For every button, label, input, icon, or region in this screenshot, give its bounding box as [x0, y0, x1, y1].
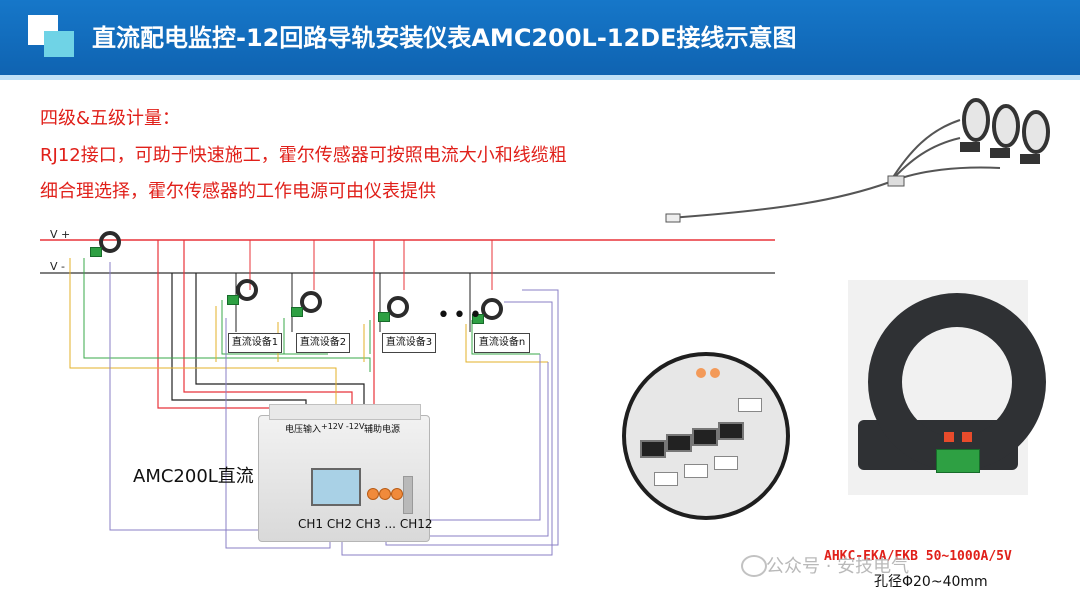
sensor-terminal-icon — [472, 314, 484, 324]
hall-sensor-1 — [227, 279, 258, 305]
hall-sensor-2 — [291, 291, 322, 317]
indicator-dot-icon — [696, 368, 706, 378]
meter-button-icon — [391, 488, 403, 500]
ellipsis-dots: ••• — [437, 303, 485, 328]
rj12-port-white-icon — [654, 472, 678, 486]
hall-sensor-main — [90, 231, 121, 257]
device-box-2: 直流设备2 — [296, 333, 350, 353]
cable-harness-image — [665, 98, 1050, 223]
device-box-n: 直流设备n — [474, 333, 530, 353]
meter-power-range-label: +12V -12V — [321, 422, 365, 431]
indicator-dot-icon — [710, 368, 720, 378]
rj12-port-icon — [692, 428, 718, 446]
sensor-terminal-icon — [227, 295, 239, 305]
header-bar — [0, 0, 1080, 75]
intro-line-2: 细合理选择，霍尔传感器的工作电源可由仪表提供 — [40, 181, 436, 202]
hall-sensor-n — [472, 298, 503, 324]
sensor-terminal-icon — [378, 312, 390, 322]
meter-button-icon — [367, 488, 379, 500]
rj12-port-icon — [666, 434, 692, 452]
meter-voltage-input-label: 电压输入 — [285, 425, 322, 435]
sensor-green-terminal — [936, 449, 980, 473]
wechat-icon — [741, 555, 767, 577]
intro-line-1: RJ12接口，可助于快速施工，霍尔传感器可按照电流大小和线缆粗 — [40, 145, 567, 166]
device-box-1: 直流设备1 — [228, 333, 282, 353]
intro-heading: 四级&五级计量： — [40, 108, 181, 129]
sensor-led-icon — [962, 432, 972, 442]
rj12-port-icon — [718, 422, 744, 440]
device-box-3: 直流设备3 — [382, 333, 436, 353]
meter-name-label: AMC200L直流 — [133, 466, 254, 487]
rj12-port-white-icon — [714, 456, 738, 470]
watermark-text: 公众号 · 安技电气 — [766, 556, 910, 577]
rj12-port-icon — [640, 440, 666, 458]
meter-button-icon — [379, 488, 391, 500]
meter-comm-slot — [403, 476, 413, 514]
sensor-led-icon — [944, 432, 954, 442]
meter-lcd-screen — [311, 468, 361, 506]
meter-top-rail — [269, 404, 421, 420]
sensor-terminal-icon — [291, 307, 303, 317]
sensor-spec-hole: 孔径Φ20~40mm — [874, 574, 988, 590]
sensor-ring-icon — [300, 291, 322, 313]
logo-square-cyan — [44, 31, 74, 57]
sensor-ring-icon — [481, 298, 503, 320]
sensor-core-ring — [868, 293, 1046, 471]
meter-channel-labels: CH1 CH2 CH3 ... CH12 — [298, 517, 433, 531]
rail-positive-label: V + — [50, 228, 71, 241]
hall-sensor-3 — [378, 296, 409, 322]
rj12-port-white-icon — [684, 464, 708, 478]
rail-negative-label: V - — [50, 260, 65, 273]
meter-aux-power-label: 辅助电源 — [364, 425, 401, 435]
header-stripe — [0, 75, 1080, 80]
sensor-ring-icon — [387, 296, 409, 318]
sensor-spec-model: AHKC-EKA/EKB 50~1000A/5V — [824, 549, 1012, 564]
rj12-closeup-photo — [622, 352, 790, 520]
sensor-ring-icon — [236, 279, 258, 301]
page-title: 直流配电监控-12回路导轨安装仪表AMC200L-12DE接线示意图 — [92, 24, 797, 52]
sensor-terminal-icon — [90, 247, 102, 257]
amc200l-meter: 电压输入 +12V -12V 辅助电源 — [258, 404, 430, 542]
sensor-ring-icon — [99, 231, 121, 253]
rj12-port-white-icon — [738, 398, 762, 412]
